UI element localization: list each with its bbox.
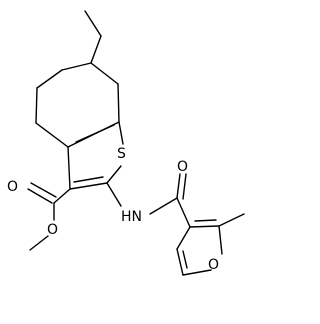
ester-carbonyl-bond-b xyxy=(30,182,57,198)
amide-furan-bond xyxy=(176,197,191,228)
ring-bond-4 xyxy=(35,87,38,124)
ethyl-bond-2 xyxy=(90,35,102,64)
ester-bond-1 xyxy=(53,188,71,204)
ethyl-bond-1 xyxy=(84,10,102,37)
amide-carbonyl-bond-a xyxy=(176,173,181,199)
ring-bond-3 xyxy=(36,69,63,89)
chemical-structure: S HN O O O O xyxy=(7,10,245,276)
furan-bond-5 xyxy=(176,226,191,250)
sulfur-label: S xyxy=(117,146,126,162)
furan-oxygen-label: O xyxy=(208,257,219,273)
ester-methyl-bond xyxy=(29,235,49,251)
furan-methyl-bond xyxy=(218,213,245,227)
amide-carbonyl-bond-b xyxy=(182,173,187,200)
furan-bond-3 xyxy=(182,269,212,276)
ester-carbonyl-bond-a xyxy=(27,188,53,204)
furan-bond-4 xyxy=(176,248,184,276)
furan-bond-4-inner xyxy=(182,250,188,269)
ring-bond-2 xyxy=(90,62,119,85)
furan-bond-1 xyxy=(189,225,220,228)
ester-ether-oxygen-label: O xyxy=(47,222,58,238)
atom-labels: S HN O O O O xyxy=(7,146,219,273)
furan-bond-1-inner xyxy=(194,219,217,222)
thiophene-bond-4 xyxy=(69,182,108,190)
thiophene-bond-3 xyxy=(106,165,122,184)
amide-nh-label: HN xyxy=(121,209,142,225)
thiophene-bond-2 xyxy=(118,121,124,145)
amide-c-bond xyxy=(149,197,178,215)
thiophene-bond-1-inner xyxy=(75,124,115,143)
furan-bond-2 xyxy=(218,225,223,255)
bond-lines xyxy=(27,10,245,276)
ring-bond-1 xyxy=(61,62,92,71)
amide-carbonyl-oxygen-label: O xyxy=(177,159,188,175)
ring-bond-5 xyxy=(35,122,69,148)
ring-bond-6 xyxy=(117,83,120,123)
thiophene-bond-5 xyxy=(67,146,71,190)
thiophene-bond-4-inner xyxy=(73,176,104,183)
amide-n-bond xyxy=(106,182,122,207)
ester-carbonyl-oxygen-label: O xyxy=(7,179,18,195)
